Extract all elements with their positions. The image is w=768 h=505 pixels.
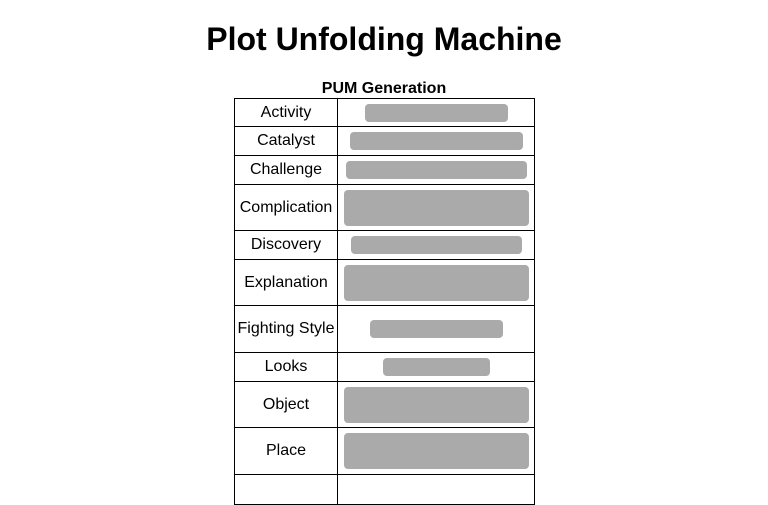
row-value: [337, 155, 535, 185]
row-label: Activity: [234, 98, 338, 127]
table-row: Place: [234, 427, 535, 475]
table-row: Complication: [234, 184, 535, 231]
table-row: Explanation: [234, 259, 535, 306]
table-row: [234, 474, 535, 505]
row-label: Challenge: [234, 155, 338, 185]
row-value: [337, 352, 535, 382]
redacted-value-block: [343, 264, 529, 301]
row-label: Fighting Style: [234, 305, 338, 353]
row-value: [337, 381, 535, 428]
row-value: [337, 126, 535, 156]
row-value: [337, 305, 535, 353]
table-row: Challenge: [234, 155, 535, 185]
row-value: [337, 230, 535, 260]
redacted-value-block: [382, 358, 490, 376]
redacted-value-block: [343, 386, 529, 423]
row-value: [337, 259, 535, 306]
table-row: Activity: [234, 98, 535, 127]
redacted-value-block: [364, 103, 508, 122]
row-label: Discovery: [234, 230, 338, 260]
row-value: [337, 474, 535, 505]
table-row: Catalyst: [234, 126, 535, 156]
row-label: Catalyst: [234, 126, 338, 156]
table-row: Discovery: [234, 230, 535, 260]
redacted-value-block: [349, 132, 523, 150]
row-label: Object: [234, 381, 338, 428]
row-label: Place: [234, 427, 338, 475]
row-label: [234, 474, 338, 505]
table-row: Fighting Style: [234, 305, 535, 353]
row-label: Explanation: [234, 259, 338, 306]
row-value: [337, 427, 535, 475]
redacted-value-block: [345, 161, 527, 179]
row-label: Complication: [234, 184, 338, 231]
page-title: Plot Unfolding Machine: [206, 21, 562, 57]
redacted-value-block: [343, 189, 529, 226]
table-caption: PUM Generation: [321, 80, 447, 97]
table-row: Object: [234, 381, 535, 428]
redacted-value-block: [350, 236, 522, 254]
row-label: Looks: [234, 352, 338, 382]
redacted-value-block: [343, 433, 529, 469]
redacted-value-block: [369, 320, 503, 338]
table-row: Looks: [234, 352, 535, 382]
row-value: [337, 98, 535, 127]
row-value: [337, 184, 535, 231]
